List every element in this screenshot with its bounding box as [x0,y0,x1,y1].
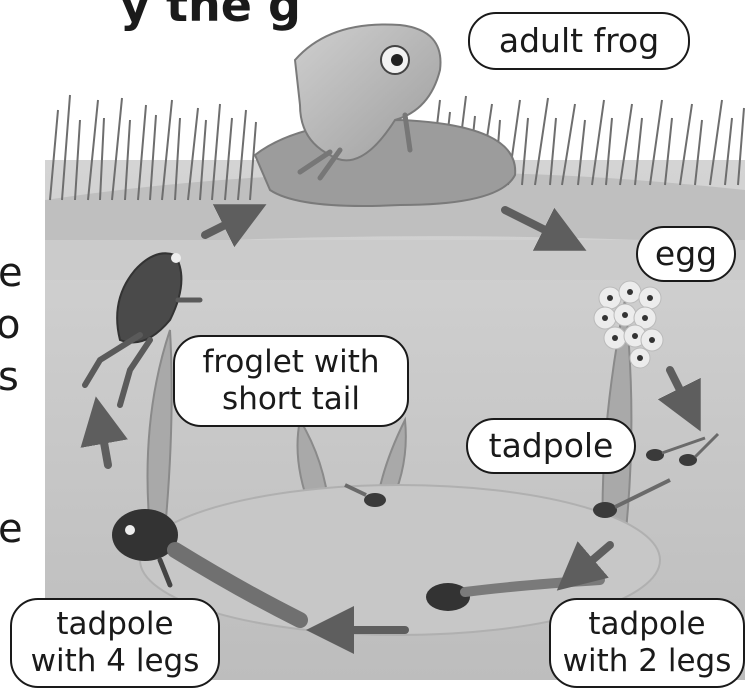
froglet-label: froglet with short tail [173,335,409,427]
side-text-fragment-2: o [0,302,20,348]
tadpole-with-2-legs-label: tadpole with 2 legs [549,598,745,688]
title-fragment: y the g [120,0,301,32]
egg-label: egg [636,226,736,282]
side-text-fragment-4: e [0,506,23,552]
tadpole-label: tadpole [466,418,636,474]
tadpole-with-4-legs-label: tadpole with 4 legs [10,598,220,688]
side-text-fragment-3: s [0,354,19,400]
side-text-fragment-1: e [0,250,23,296]
adult-frog-label: adult frog [468,12,690,70]
